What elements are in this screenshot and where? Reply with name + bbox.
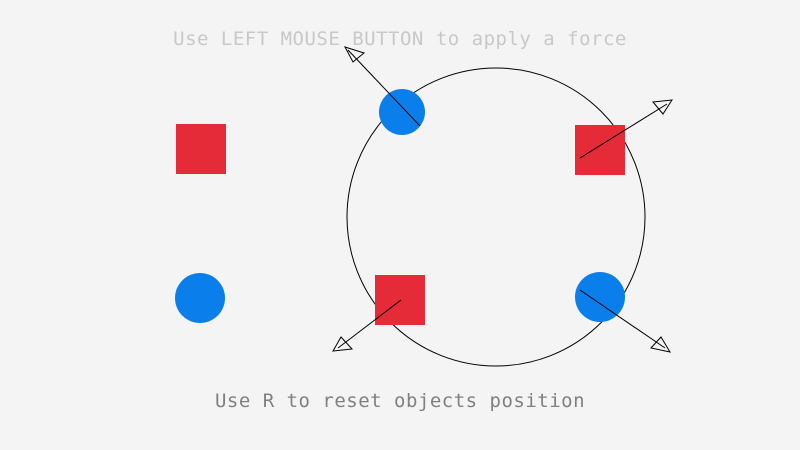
- arrowhead-icon: [343, 46, 366, 63]
- hint-reset-objects: Use R to reset objects position: [214, 390, 586, 412]
- square-bottom-center[interactable]: [375, 275, 425, 325]
- arrowhead-icon: [650, 336, 672, 353]
- force-vector-square-bottom-center: [332, 299, 402, 352]
- arrowhead-icon: [652, 99, 673, 115]
- circle-bottom-right[interactable]: [575, 272, 625, 322]
- circle-bottom-left[interactable]: [175, 273, 225, 323]
- square-top-left[interactable]: [176, 124, 226, 174]
- force-vector-circle-bottom-right: [579, 289, 672, 353]
- circle-top-center[interactable]: [379, 89, 425, 135]
- square-top-right[interactable]: [575, 125, 625, 175]
- force-vector-square-top-right: [579, 99, 673, 159]
- hint-apply-force: Use LEFT MOUSE BUTTON to apply a force: [173, 28, 627, 50]
- force-vector-circle-top-center: [343, 46, 421, 127]
- arrowhead-icon: [332, 336, 354, 352]
- boundary-circle: [346, 67, 646, 367]
